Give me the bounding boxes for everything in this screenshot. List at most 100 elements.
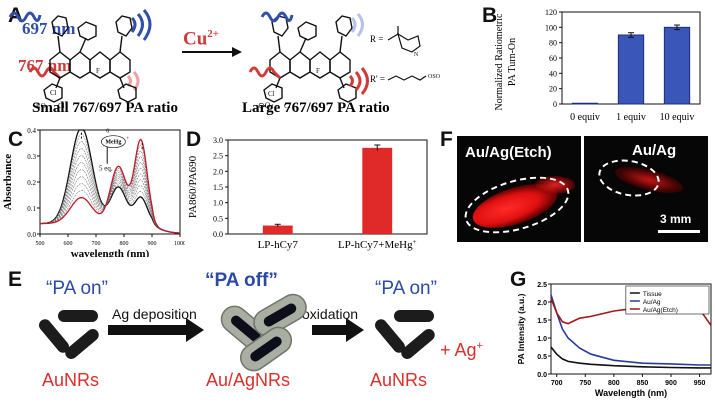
spectrum-line	[40, 144, 181, 234]
y-tick-label: 0.3	[27, 153, 36, 161]
y-tick-label: 60	[549, 54, 557, 63]
label-au-ag: Au/Ag	[632, 142, 677, 159]
y-tick-label: 0.4	[27, 127, 36, 135]
mehg-charge: +	[126, 137, 129, 142]
scale-bar	[658, 230, 700, 233]
x-tick-label: 800	[608, 380, 620, 387]
series-line	[550, 346, 711, 369]
titration-start-label: 0	[106, 129, 109, 135]
x-tick-label: 750	[579, 380, 591, 387]
y-axis-label: Absorbance	[2, 154, 14, 210]
wave-red-icon	[28, 66, 62, 80]
y-tick-label: 1.5	[537, 318, 547, 325]
x-tick-label: 900	[665, 380, 677, 387]
y-tick-label: 1.5	[213, 183, 223, 192]
bar	[262, 225, 293, 234]
bodipy-molecule-right	[263, 15, 357, 103]
y-tick-label: 2.5	[537, 282, 547, 289]
y-tick-label: 0.2	[27, 179, 36, 187]
x-tick-label: 950	[694, 380, 706, 387]
svg-text:Cl: Cl	[284, 102, 291, 110]
name-aunrs-right: AuNRs	[370, 370, 428, 390]
nanorod-process-scheme	[39, 293, 435, 372]
x-tick-label: 850	[637, 380, 649, 387]
y-tick-label: 0.0	[27, 231, 36, 239]
au-agnrs-group	[220, 293, 307, 372]
panel-label-d: D	[186, 128, 202, 151]
silver-ion-product: + Ag+	[440, 340, 483, 360]
aunrs-group-right	[375, 310, 435, 359]
bar	[362, 147, 393, 234]
label-au-ag-etch: Au/Ag(Etch)	[465, 144, 552, 161]
aunrs-group-left	[39, 310, 99, 359]
y-axis-label-line2: PA Turn-On	[507, 38, 518, 86]
bar	[617, 34, 645, 105]
svg-text:F: F	[316, 67, 320, 75]
x-tick-label: 700	[92, 241, 101, 247]
y-tick-label: 100	[545, 23, 557, 32]
y-tick-label: 2.0	[213, 167, 223, 176]
legend-entry: Au/Ag(Etch)	[643, 307, 678, 314]
svg-text:RO: RO	[36, 102, 46, 110]
svg-text:N: N	[414, 52, 419, 58]
x-tick-label: 1000	[174, 241, 185, 247]
plot-frame	[550, 283, 712, 375]
legend-entry: Au/Ag	[643, 299, 661, 306]
svg-text:OSO₃⁻: OSO₃⁻	[428, 74, 440, 80]
panel-label-b: B	[482, 4, 498, 27]
x-tick-label: 1 equiv	[616, 112, 646, 123]
wave-blue-icon	[8, 11, 42, 23]
y-tick-label: 1.0	[213, 199, 223, 208]
panel-label-g: G	[510, 268, 527, 291]
mehg-bubble	[101, 135, 126, 149]
y-tick-label: 0.0	[537, 372, 547, 379]
scale-bar-label: 3 mm	[660, 212, 692, 226]
svg-text:Cl: Cl	[50, 89, 57, 97]
y-tick-label: 20	[549, 85, 557, 94]
panel-label-c: C	[8, 128, 24, 151]
legend-entry: Tissue	[643, 291, 662, 298]
x-tick-label: 900	[148, 241, 157, 247]
bar	[663, 26, 691, 105]
r2-group-label: R' =	[370, 74, 385, 84]
pa-image-unetched: Au/Ag 3 mm	[584, 136, 708, 242]
mehg-label: MeHg	[105, 140, 121, 146]
r-group-structures	[387, 26, 427, 81]
y-axis-label: PA Intensity (a.u.)	[516, 293, 526, 364]
series-line	[550, 294, 711, 366]
y-axis-label-line1: Normalized Ratiometric	[494, 13, 505, 110]
x-tick-label: 600	[64, 241, 73, 247]
plot-frame	[227, 139, 428, 235]
y-tick-label: 3.0	[213, 136, 223, 145]
svg-text:Cl: Cl	[58, 102, 65, 110]
y-tick-label: 0	[553, 100, 557, 109]
x-tick-label: 700	[551, 380, 563, 387]
bodipy-molecule-left	[43, 15, 137, 103]
state-pa-off: “PA off”	[205, 270, 278, 291]
caption-small-ratio: Small 767/697 PA ratio	[32, 100, 178, 116]
y-tick-label: 0.5	[213, 214, 223, 223]
panel-label-f: F	[440, 128, 453, 151]
y-tick-label: 40	[549, 69, 557, 78]
bar	[571, 102, 599, 105]
state-pa-on-left: “PA on”	[46, 278, 108, 299]
x-tick-label: 500	[36, 241, 45, 247]
spectrum-line	[40, 148, 181, 234]
x-axis-label: Wavelength (nm)	[595, 388, 667, 398]
y-axis-label: PA860/PA690	[187, 155, 199, 218]
step-ag-deposition: Ag deposition	[112, 306, 197, 322]
y-tick-label: 2.0	[537, 300, 547, 307]
bodipy-reaction-scheme: F Cl RO Cl F Cl ⊖O Cl N OSO₃⁻	[8, 9, 440, 110]
spectrum-line	[40, 138, 181, 234]
y-tick-label: 80	[549, 39, 557, 48]
x-tick-label: LP-hCy7	[258, 239, 299, 251]
svg-text:Cl: Cl	[268, 90, 275, 98]
name-aunrs-left: AuNRs	[42, 370, 100, 390]
svg-text:⊖O: ⊖O	[258, 101, 271, 110]
cu-reagent-label: Cu2+	[183, 28, 220, 50]
roi-ellipse-unetched	[595, 154, 663, 202]
